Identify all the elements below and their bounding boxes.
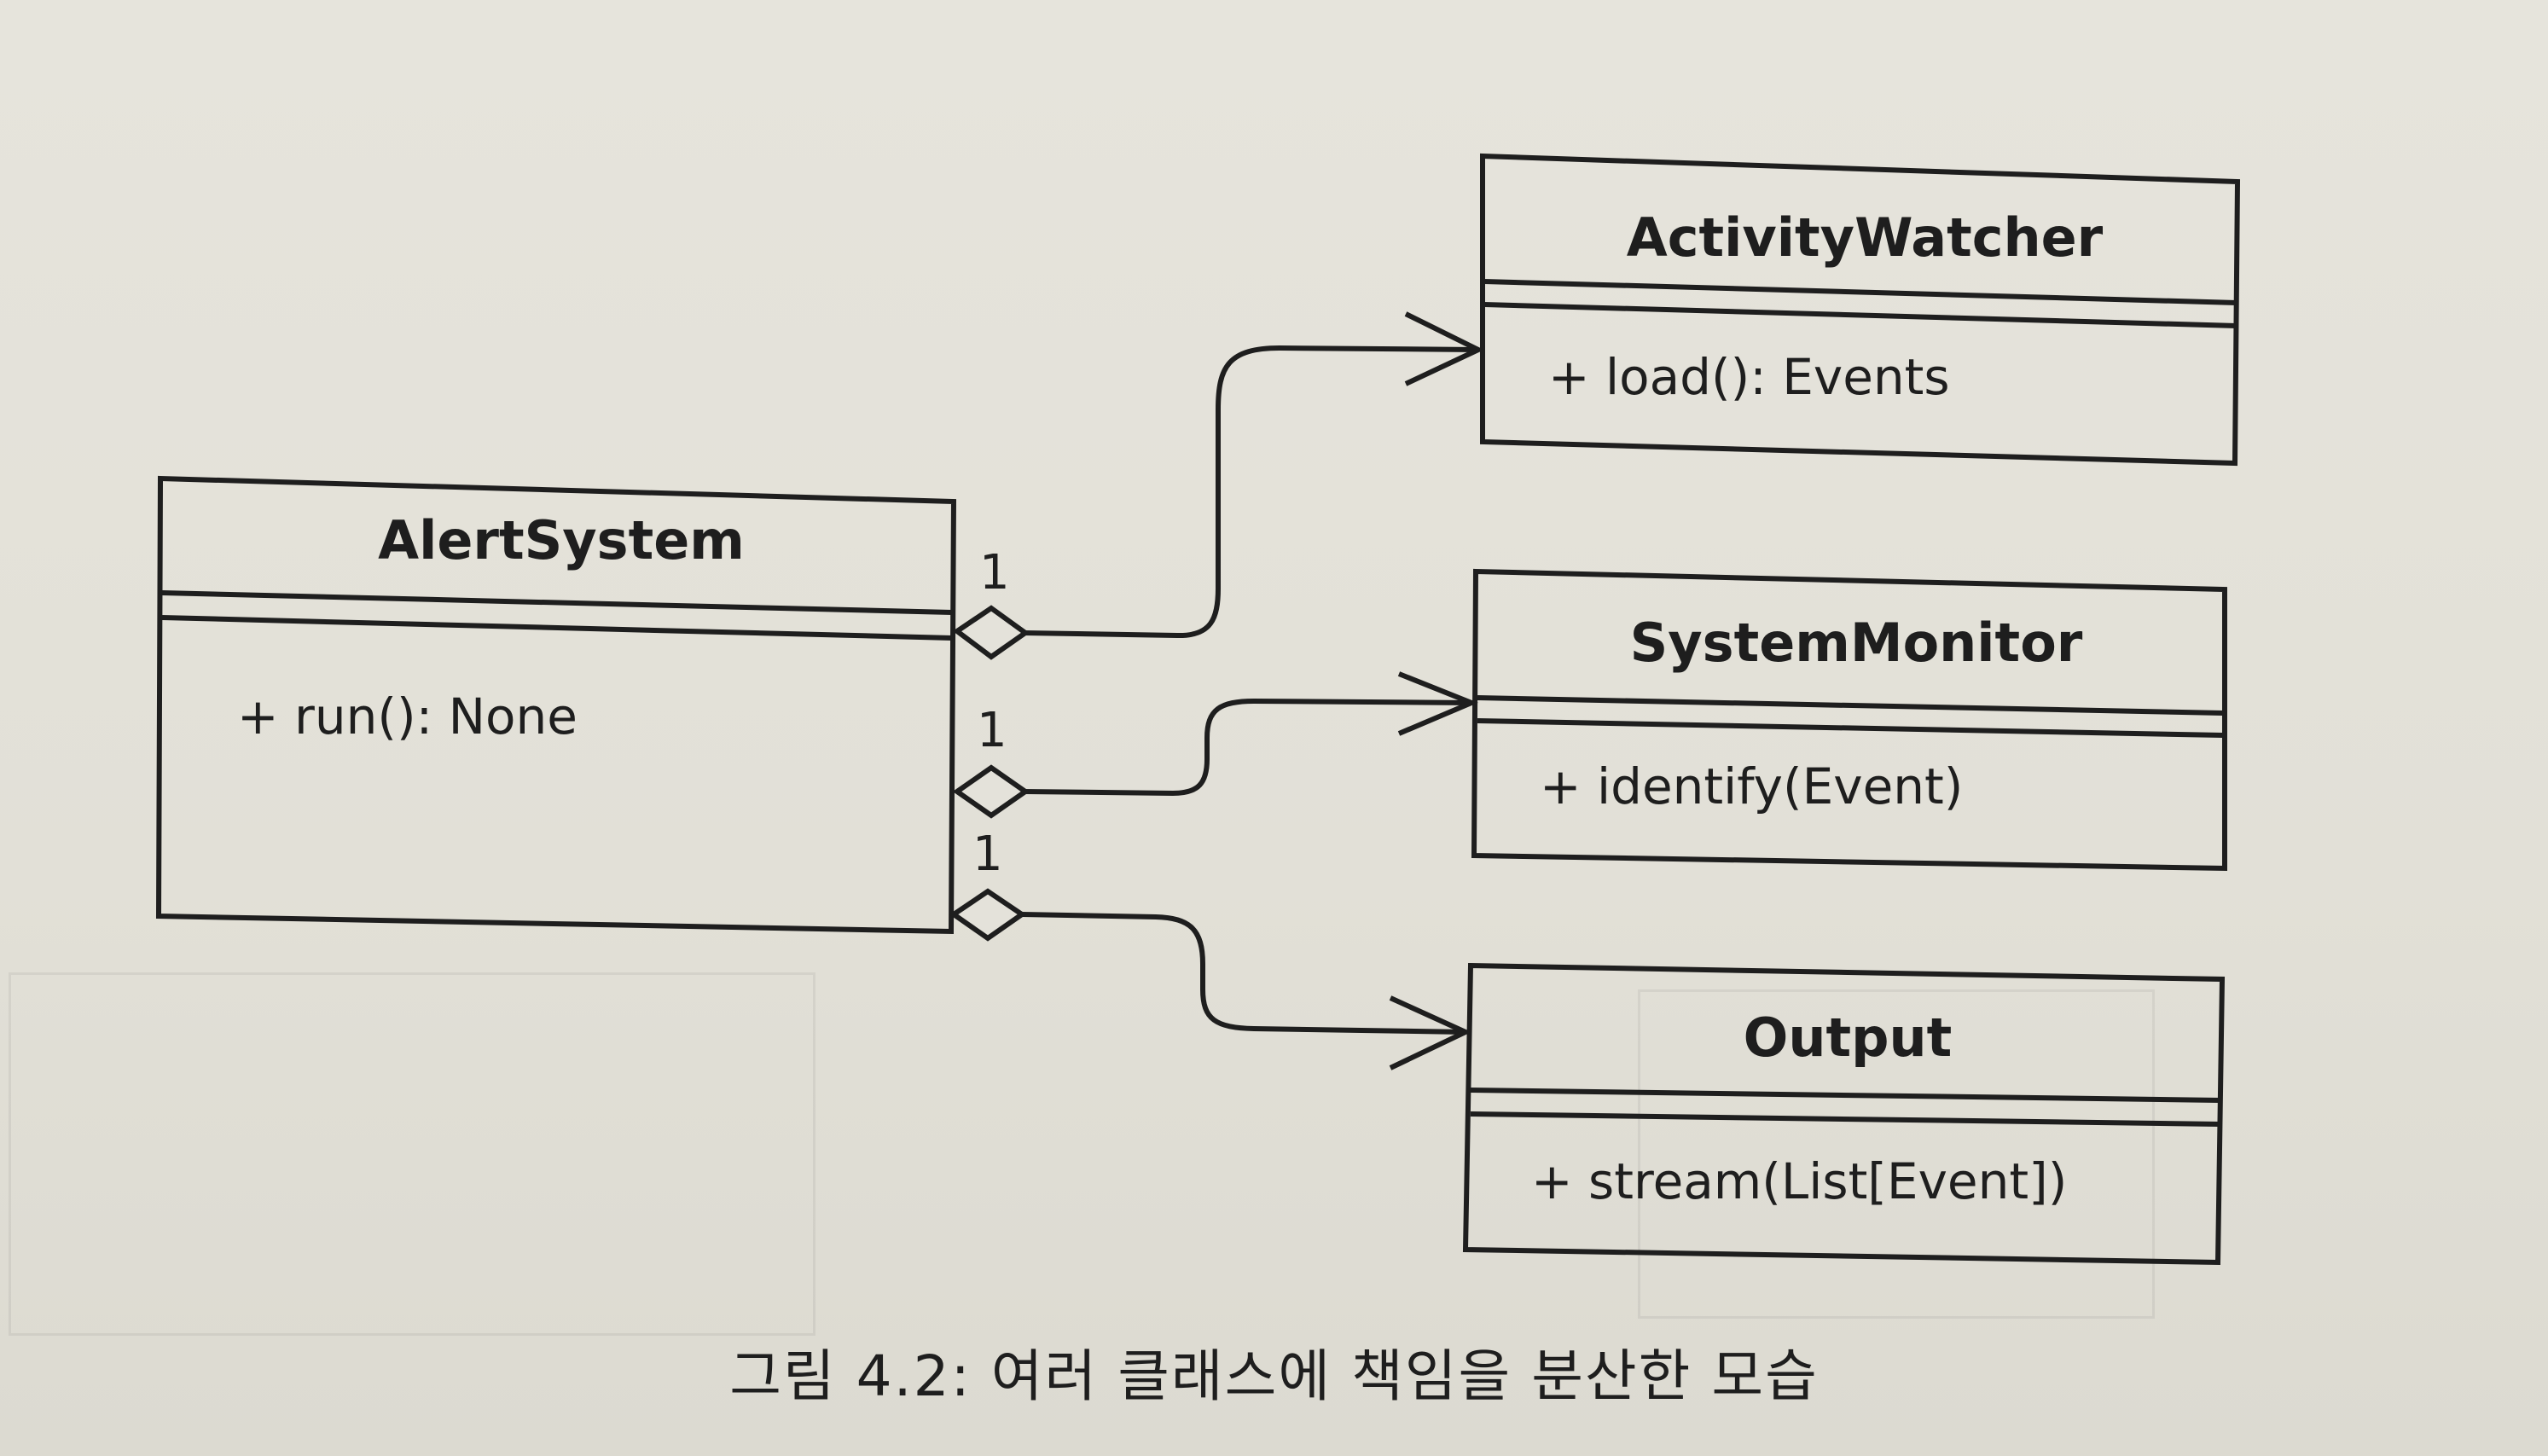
class-method: + load(): Events xyxy=(1548,348,1950,406)
class-name: ActivityWatcher xyxy=(1627,206,2104,269)
aggregation-output: 1 xyxy=(949,827,1472,1070)
class-systemmonitor: SystemMonitor + identify(Event) xyxy=(1471,568,2227,872)
aggregation-diamond xyxy=(949,888,1027,942)
class-method: + stream(List[Event]) xyxy=(1531,1152,2067,1210)
arrowhead xyxy=(1397,671,1478,736)
aggregation-systemmonitor: 1 xyxy=(952,671,1478,819)
multiplicity-label: 1 xyxy=(972,827,1003,882)
show-through-box xyxy=(1638,989,2155,1319)
arrowhead xyxy=(1404,311,1484,386)
class-activitywatcher: ActivityWatcher + load(): Events xyxy=(1480,153,2241,467)
class-name: AlertSystem xyxy=(378,509,745,571)
class-divider xyxy=(1483,279,2237,305)
connector-line xyxy=(1023,698,1472,797)
class-divider xyxy=(161,615,953,641)
aggregation-diamond xyxy=(952,605,1030,660)
multiplicity-label: 1 xyxy=(979,545,1010,600)
class-box xyxy=(1480,153,2241,467)
class-name: Output xyxy=(1744,1006,1953,1069)
class-box xyxy=(1471,568,2227,872)
class-divider xyxy=(161,590,953,615)
class-method: + identify(Event) xyxy=(1540,757,1963,815)
figure-caption: 그림 4.2: 여러 클래스에 책임을 분산한 모습 xyxy=(729,1343,1819,1409)
arrowhead xyxy=(1389,995,1472,1070)
class-alertsystem: AlertSystem + run(): None xyxy=(155,475,957,935)
aggregation-diamond xyxy=(952,764,1030,819)
aggregation-activitywatcher: 1 xyxy=(952,311,1484,660)
class-divider xyxy=(1483,302,2237,328)
class-divider xyxy=(1477,695,2224,716)
multiplicity-label: 1 xyxy=(977,703,1007,758)
class-divider xyxy=(1477,718,2224,738)
class-box xyxy=(1462,962,2226,1266)
class-name: SystemMonitor xyxy=(1630,612,2083,674)
connector-line xyxy=(1021,912,1466,1035)
class-divider xyxy=(1470,1088,2221,1103)
show-through-box xyxy=(9,972,815,1336)
class-method: + run(): None xyxy=(237,687,578,745)
connector-line xyxy=(1023,345,1479,639)
class-divider xyxy=(1470,1111,2221,1127)
class-box xyxy=(155,475,957,935)
class-output: Output + stream(List[Event]) xyxy=(1462,962,2226,1266)
